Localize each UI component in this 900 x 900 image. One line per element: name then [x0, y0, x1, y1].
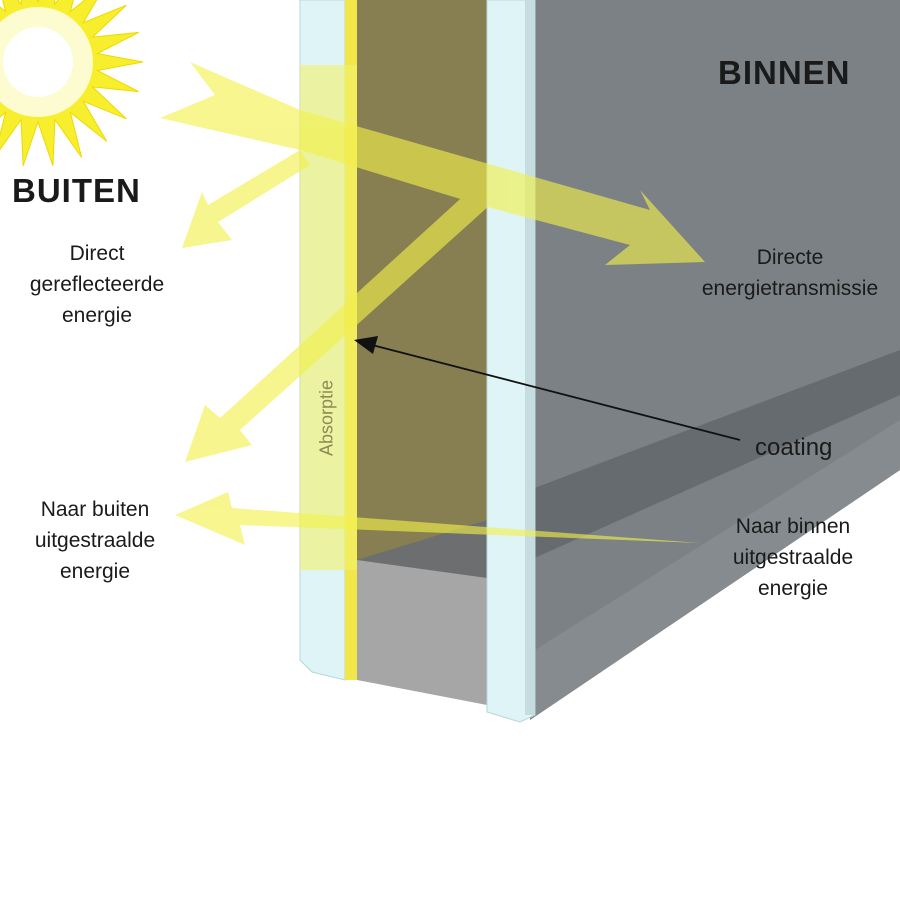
label-line: Naar buiten: [40, 498, 150, 521]
interior-wall: [530, 0, 900, 720]
sun-icon: [0, 0, 144, 167]
label-line: gereflecteerde: [29, 273, 165, 296]
label-line: Directe: [756, 246, 824, 269]
incoming-transmitted-beam: [160, 62, 705, 265]
coating-pointer-arrowhead: [354, 336, 378, 354]
direct-transmission-label: Directe energietransmissie: [702, 242, 878, 304]
label-line: Naar binnen: [735, 515, 851, 538]
outside-label: BUITEN: [12, 172, 141, 209]
coating-label: coating: [755, 434, 833, 461]
absorption-label: Absorptie: [316, 379, 337, 457]
radiated-outside-label: Naar buiten uitgestraalde energie: [35, 494, 155, 587]
label-line: energie: [61, 304, 133, 327]
inner-pane-edge: [525, 0, 535, 715]
coating-pointer-line: [371, 344, 741, 441]
energy-beams: [160, 62, 705, 545]
label-line: energietransmissie: [701, 277, 879, 300]
absorbed-outward-arrow: [185, 190, 490, 462]
direct-reflected-label: Direct gereflecteerde energie: [30, 238, 164, 331]
inside-label: BINNEN: [718, 54, 851, 91]
wall-lower-band: [530, 420, 900, 720]
reflected-beam-arrow: [182, 150, 310, 248]
radiated-inside-label: Naar binnen uitgestraalde energie: [733, 511, 853, 604]
label-line: energie: [757, 577, 829, 600]
label-line: energie: [59, 560, 131, 583]
spacer: [357, 560, 487, 705]
label-line: uitgestraalde: [732, 546, 854, 569]
label-line: Direct: [69, 242, 125, 265]
label-line: uitgestraalde: [34, 529, 156, 552]
radiated-outside-arrow: [175, 492, 700, 545]
